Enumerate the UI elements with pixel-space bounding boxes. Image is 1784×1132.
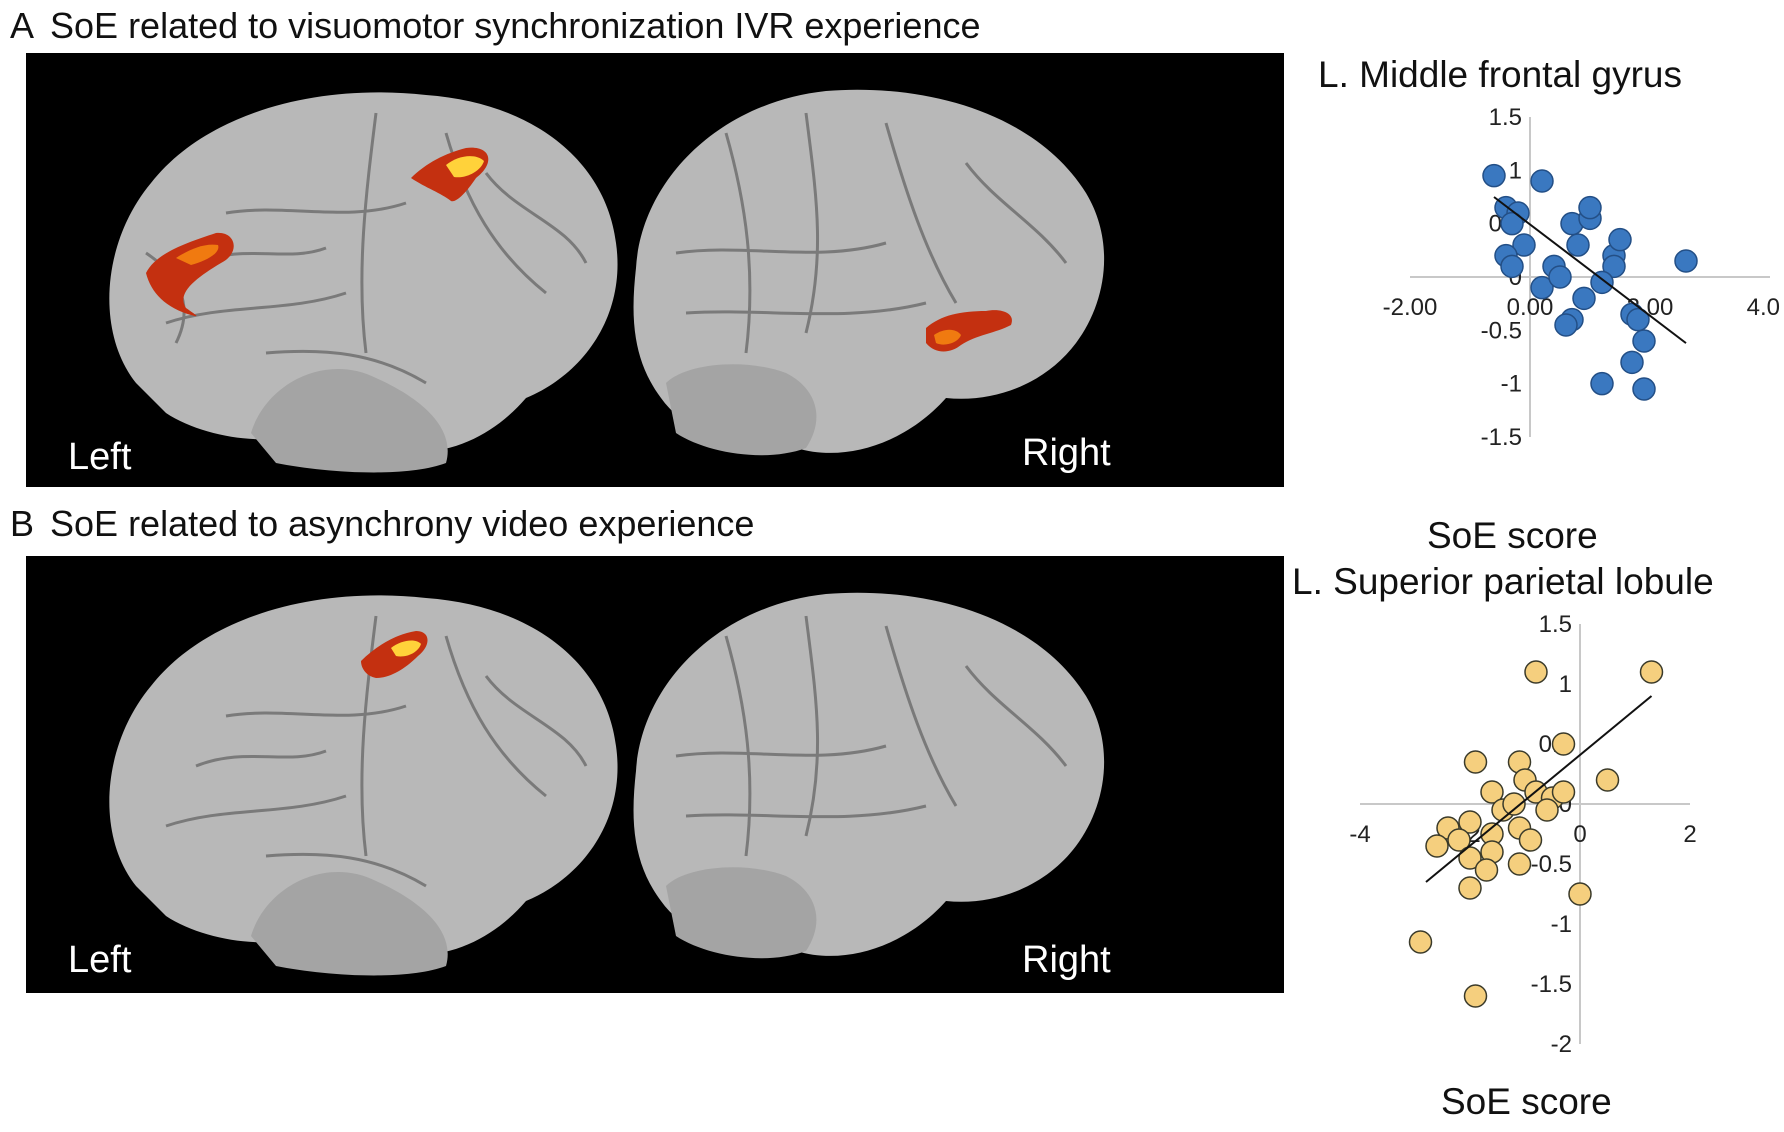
trend-line (1493, 196, 1687, 344)
scatter-point (1500, 254, 1524, 279)
y-tick-label: -2 (1551, 1031, 1572, 1058)
right-hemisphere-brain (633, 89, 1105, 456)
panel-a-letter: A (10, 5, 35, 46)
scatter-point (1530, 169, 1554, 193)
scatter-point (1632, 329, 1656, 353)
scatter-point (1480, 780, 1504, 804)
scatter-point (1578, 195, 1602, 220)
y-tick-label: -1 (1551, 911, 1572, 938)
scatter-point (1566, 233, 1590, 257)
panel-b-title: B SoE related to asynchrony video experie… (10, 504, 754, 544)
scatter-point (1602, 254, 1626, 279)
scatter-point (1535, 798, 1559, 822)
scatter-point (1474, 858, 1499, 882)
x-tick-label: -4 (1349, 821, 1370, 848)
scatter-point (1447, 828, 1471, 852)
y-tick-label: 1 (1509, 157, 1522, 184)
y-tick-label: 1.5 (1539, 611, 1572, 638)
left-hemisphere-brain (109, 92, 618, 473)
scatter-point (1518, 828, 1543, 852)
scatter-point (1551, 732, 1576, 756)
y-tick-label: -0.5 (1531, 851, 1572, 878)
scatter-point (1458, 810, 1482, 834)
left-hemisphere-brain (109, 595, 618, 976)
right-hemisphere-label: Right (1022, 432, 1111, 474)
left-hemisphere-label: Left (68, 436, 132, 478)
x-tick-label: 2 (1683, 821, 1696, 848)
scatter-a-xlabel: SoE score (1427, 515, 1598, 556)
panel-a-title: A SoE related to visuomotor synchronizati… (10, 6, 981, 46)
panel-b-brain-image: Left Right (26, 556, 1284, 993)
scatter-point (1572, 286, 1596, 311)
scatter-point (1425, 834, 1449, 858)
scatter-point (1595, 768, 1620, 792)
scatter-point (1568, 882, 1592, 906)
scatter-point (1626, 307, 1650, 332)
right-hemisphere-brain (633, 592, 1105, 959)
scatter-point (1632, 377, 1656, 401)
y-tick-label: 1.5 (1489, 105, 1522, 131)
scatter-point (1507, 852, 1532, 876)
scatter-a-chart: -2.000.002.004.001.510.50-0.5-1-1.5 (1383, 105, 1780, 451)
y-tick-label: -1 (1501, 371, 1522, 398)
panel-a-brain-image: Left Right (26, 53, 1284, 487)
scatter-point (1674, 249, 1698, 273)
y-tick-label: -1.5 (1531, 971, 1572, 998)
scatter-point (1590, 270, 1614, 295)
scatter-point (1608, 227, 1632, 252)
scatter-point (1554, 313, 1578, 337)
left-hemisphere-label: Left (68, 939, 132, 981)
x-tick-label: 0 (1573, 821, 1586, 848)
panel-a-title-text: SoE related to visuomotor synchronizatio… (50, 5, 981, 46)
x-tick-label: 4.00 (1747, 294, 1780, 321)
scatter-point (1551, 780, 1576, 804)
scatter-point (1463, 750, 1488, 774)
scatter-point (1639, 660, 1664, 684)
scatter-b-xlabel: SoE score (1441, 1081, 1612, 1122)
scatter-point (1482, 163, 1506, 188)
scatter-point (1463, 984, 1488, 1008)
scatter-point (1458, 876, 1482, 900)
scatter-point (1524, 660, 1548, 684)
scatter-point (1500, 211, 1524, 236)
scatter-point (1512, 233, 1536, 257)
scatter-point (1408, 930, 1433, 954)
x-tick-label: -2.00 (1383, 294, 1438, 321)
y-tick-label: -1.5 (1481, 424, 1522, 451)
scatter-b-title: L. Superior parietal lobule (1292, 561, 1714, 602)
scatter-point (1530, 275, 1554, 300)
right-hemisphere-label: Right (1022, 939, 1111, 981)
panel-b-letter: B (10, 503, 35, 544)
y-tick-label: -0.5 (1481, 317, 1522, 344)
scatter-a-title: L. Middle frontal gyrus (1318, 54, 1683, 95)
panel-b-title-text: SoE related to asynchrony video experien… (50, 503, 755, 544)
scatter-point (1502, 792, 1526, 816)
trend-line (1425, 695, 1653, 883)
scatter-point (1620, 350, 1644, 375)
scatter-point (1590, 371, 1614, 396)
scatter-point (1548, 265, 1572, 289)
y-tick-label: 1 (1559, 671, 1572, 698)
